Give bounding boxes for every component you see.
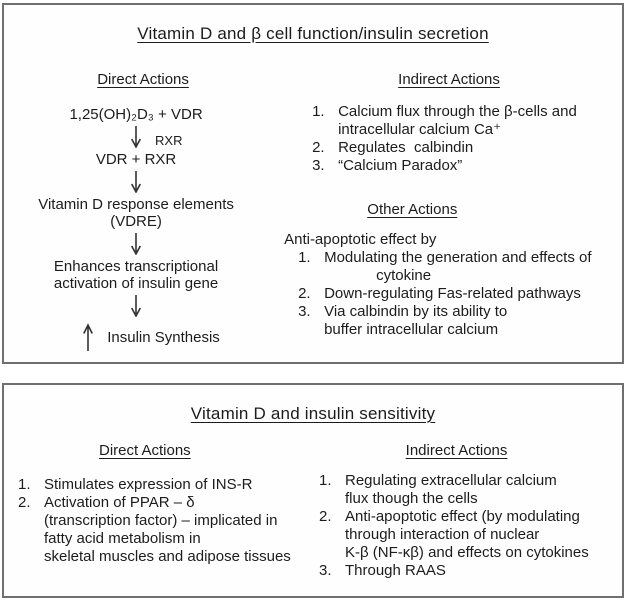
- flow-result: Insulin Synthesis: [82, 323, 220, 351]
- list-item: 2. Regulates calbindin: [312, 139, 474, 156]
- panel1-other-heading: Other Actions: [367, 201, 458, 218]
- list-item: 1. Modulating the generation and effects…: [298, 249, 592, 284]
- list-item: 1. Calcium flux through the β-cells and …: [312, 103, 577, 138]
- panel-beta-cell-function: Vitamin D and β cell function/insulin se…: [2, 3, 624, 364]
- list-item: 2. Activation of PPAR – δ (transcription…: [18, 494, 291, 565]
- insulin-synthesis-label: Insulin Synthesis: [107, 328, 220, 346]
- panel2-indirect-list: 1. Regulating extracellular calcium flux…: [319, 472, 618, 580]
- panel2-indirect-heading: Indirect Actions: [405, 442, 508, 459]
- flow-step-vitamin-d-vdr: 1,25(OH)₂D₃ + VDR: [69, 106, 203, 123]
- flow-step-transcription: Enhances transcriptional activation of i…: [53, 258, 219, 292]
- list-item: 3. “Calcium Paradox”: [312, 157, 463, 174]
- down-arrow-icon: [131, 233, 142, 255]
- list-item: 3. Through RAAS: [319, 562, 446, 579]
- panel2-indirect-column: Indirect Actions 1. Regulating extracell…: [313, 442, 622, 580]
- panel1-columns: Direct Actions 1,25(OH)₂D₃ + VDR RXR VDR…: [4, 71, 622, 351]
- panel1-title: Vitamin D and β cell function/insulin se…: [4, 24, 622, 44]
- panel1-title-text: Vitamin D and β cell function/insulin se…: [137, 24, 489, 43]
- list-item: 1. Stimulates expression of INS-R: [18, 476, 253, 493]
- panel-insulin-sensitivity: Vitamin D and insulin sensitivity Direct…: [2, 383, 624, 598]
- panel1-direct-column: Direct Actions 1,25(OH)₂D₃ + VDR RXR VDR…: [4, 71, 282, 351]
- panel1-indirect-column: Indirect Actions 1. Calcium flux through…: [282, 71, 622, 339]
- direct-actions-flow: 1,25(OH)₂D₃ + VDR RXR VDR + RXR Vitamin …: [38, 106, 234, 351]
- panel1-direct-heading: Direct Actions: [97, 71, 189, 88]
- increase-arrow-icon: [83, 323, 94, 351]
- anti-apoptotic-intro: Anti-apoptotic effect by: [284, 231, 437, 248]
- indirect-actions-list: 1. Calcium flux through the β-cells and …: [312, 103, 616, 175]
- panel2-title-text: Vitamin D and insulin sensitivity: [190, 404, 436, 423]
- panel2-direct-column: Direct Actions 1. Stimulates expression …: [4, 442, 313, 566]
- panel2-direct-list: 1. Stimulates expression of INS-R 2. Act…: [18, 476, 313, 566]
- down-arrow-icon: [131, 126, 142, 148]
- list-item: 3. Via calbindin by its ability to buffe…: [298, 303, 508, 338]
- list-item: 2. Down-regulating Fas-related pathways: [298, 285, 581, 302]
- rxr-label: RXR: [155, 133, 183, 148]
- list-item: 1. Regulating extracellular calcium flux…: [319, 472, 557, 507]
- down-arrow-icon: [131, 171, 142, 193]
- down-arrow-icon: [131, 295, 142, 317]
- flow-arrow-rxr-row: RXR: [129, 126, 183, 148]
- panel1-indirect-heading: Indirect Actions: [398, 71, 500, 88]
- flow-step-vdre: Vitamin D response elements (VDRE): [38, 196, 234, 230]
- list-item: 2. Anti-apoptotic effect (by modulating …: [319, 508, 589, 561]
- flow-step-vdr-rxr: VDR + RXR: [95, 151, 177, 168]
- other-actions-list: 1. Modulating the generation and effects…: [298, 249, 616, 339]
- panel2-direct-heading: Direct Actions: [98, 442, 191, 459]
- panel2-columns: Direct Actions 1. Stimulates expression …: [4, 442, 622, 580]
- panel2-title: Vitamin D and insulin sensitivity: [4, 404, 622, 424]
